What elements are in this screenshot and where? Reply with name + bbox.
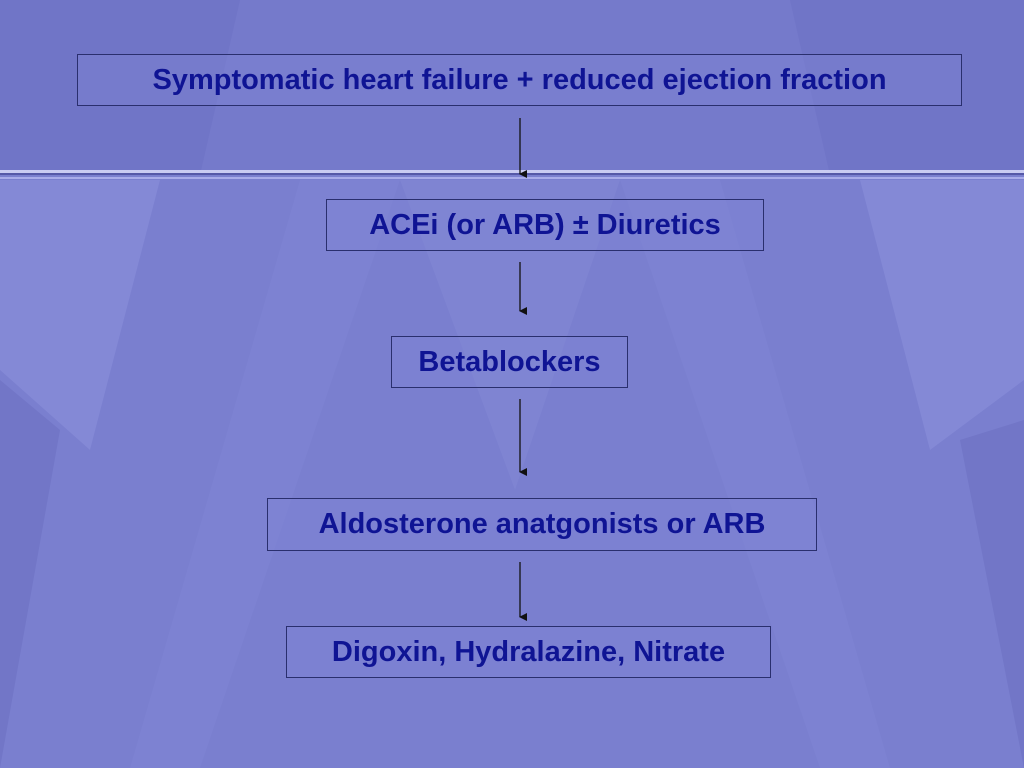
step-label: Symptomatic heart failure + reduced ejec… [152,64,887,96]
step-box-digoxin: Digoxin, Hydralazine, Nitrate [286,626,771,678]
step-label: Digoxin, Hydralazine, Nitrate [331,636,726,668]
step-box-aldosterone: Aldosterone anatgonists or ARB [267,498,817,551]
step-box-heart-failure: Symptomatic heart failure + reduced ejec… [77,54,962,106]
step-box-acei: ACEi (or ARB) ± Diuretics [326,199,764,251]
step-label: Aldosterone anatgonists or ARB [318,508,766,540]
step-box-betablockers: Betablockers [391,336,628,388]
step-label: Betablockers [418,346,601,378]
step-label: ACEi (or ARB) ± Diuretics [369,209,721,241]
